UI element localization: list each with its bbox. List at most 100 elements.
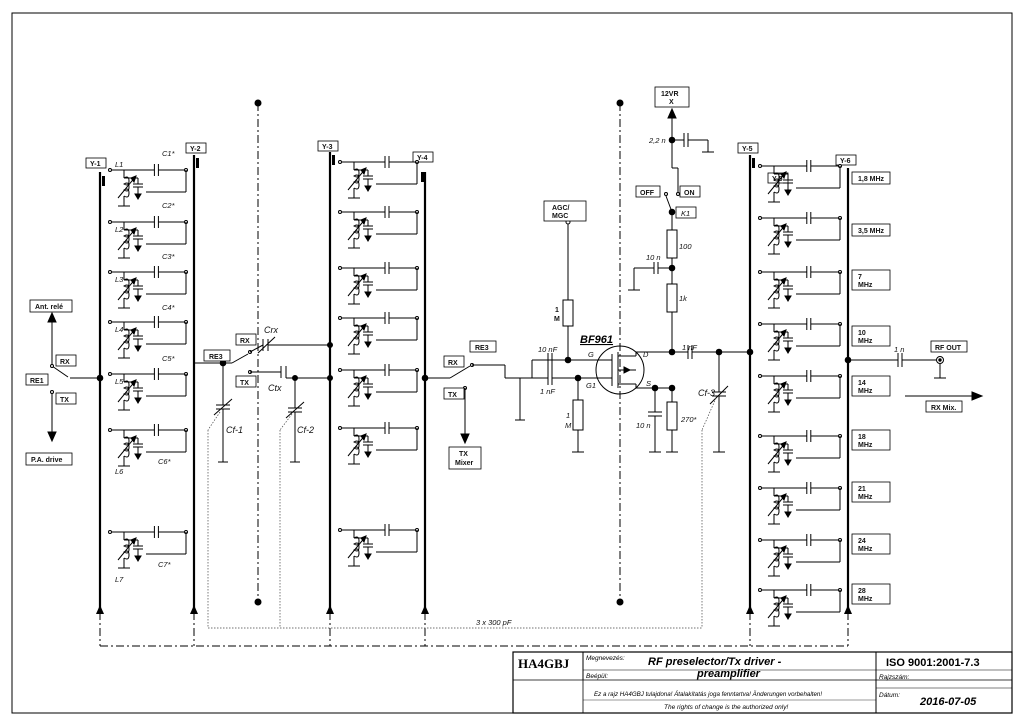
label-y5: Y-5 — [742, 146, 753, 153]
label-1k: 1k — [679, 294, 688, 303]
label-re1: RE1 — [30, 378, 44, 385]
label-2-2n: 2,2 n — [648, 136, 666, 145]
label-k1: K1 — [681, 209, 690, 218]
switch-bars — [98, 152, 850, 610]
label-1m-1: 1 — [555, 307, 559, 314]
label-l5: L5 — [115, 377, 124, 386]
re3-right-relay — [421, 363, 548, 445]
label-10n-supply: 10 n — [646, 253, 661, 262]
label-off: OFF — [640, 190, 655, 197]
band-label-2: 3,5 MHz — [858, 228, 885, 235]
filter-section — [338, 524, 419, 567]
label-ctx: Ctx — [268, 383, 282, 393]
label-c3: C3* — [162, 252, 176, 261]
label-1m-1-unit: M — [554, 316, 560, 323]
label-1nf-out: 1 nF — [682, 343, 697, 352]
switch-labels: Y-1 Y-2 Y-3 Y-4 Y-5 Y-5 Y-6 — [85, 140, 857, 184]
label-10n-source: 10 n — [636, 421, 651, 430]
label-rx-1: RX — [60, 359, 70, 366]
filter-section — [758, 160, 842, 203]
label-y6: Y-6 — [840, 158, 851, 165]
label-c5: C5* — [162, 354, 176, 363]
rf-output — [844, 353, 984, 401]
band-unit-9: MHz — [858, 596, 873, 603]
label-rx-mix: RX Mix. — [931, 405, 956, 412]
label-d: D — [643, 350, 649, 359]
filter-section — [108, 424, 188, 467]
filter-section — [758, 534, 842, 577]
label-l3: L3 — [115, 275, 124, 284]
band-unit-8: MHz — [858, 546, 873, 553]
filter-section — [108, 316, 188, 359]
label-tx-1: TX — [60, 397, 69, 404]
band-unit-6: MHz — [858, 442, 873, 449]
label-ant-rele: Ant. relé — [35, 304, 63, 311]
filter-section — [108, 526, 188, 569]
label-rf-out: RF OUT — [935, 345, 962, 352]
label-l6: L6 — [115, 467, 124, 476]
drawing-date: 2016-07-05 — [919, 696, 977, 708]
filter-section — [108, 266, 188, 309]
filter-section — [758, 212, 842, 255]
band-label-8: 24 — [858, 538, 866, 545]
bank1-labels: C1* C2* C3* C4* C5* C6* C7* L1 L2 L3 L4 … — [115, 149, 176, 584]
label-c1: C1* — [162, 149, 176, 158]
ownership-notice: Ez a rajz HA4GBJ tulajdona! Átalakítatás… — [594, 691, 822, 698]
mechanical-linkage — [99, 103, 849, 647]
label-g1: G1 — [586, 381, 596, 390]
label-270: 270* — [680, 415, 698, 424]
label-l7: L7 — [115, 575, 124, 584]
label-s: S — [646, 379, 651, 388]
filter-bank-2 — [338, 156, 419, 567]
label-c6: C6* — [158, 457, 172, 466]
label-100: 100 — [679, 242, 692, 251]
label-tx-mixer-2: Mixer — [455, 460, 474, 467]
re3-left-relay — [194, 336, 333, 463]
label-c7: C7* — [158, 560, 172, 569]
label-y4: Y-4 — [417, 155, 428, 162]
band-label-6: 18 — [858, 434, 866, 441]
band-unit-5: MHz — [858, 388, 873, 395]
label-l1: L1 — [115, 160, 123, 169]
label-rx-3: RX — [448, 360, 458, 367]
filter-section — [108, 164, 188, 207]
label-agc-2: MGC — [552, 213, 568, 220]
label-re3-left: RE3 — [209, 354, 223, 361]
label-12vr-x: X — [669, 99, 674, 106]
filter-section — [758, 482, 842, 525]
label-1nf-in: 1 nF — [540, 387, 555, 396]
label-y3: Y-3 — [322, 144, 333, 151]
label-tx-2: TX — [240, 380, 249, 387]
sheet-border — [11, 12, 1013, 714]
standard-label: ISO 9001:2001-7.3 — [886, 657, 980, 669]
filter-section — [108, 368, 188, 411]
label-10nf: 10 nF — [538, 345, 558, 354]
label-cf1: Cf-1 — [226, 425, 243, 435]
bf961-stage — [531, 107, 754, 453]
author-name: HA4GBJ — [518, 656, 570, 671]
band-unit-7: MHz — [858, 494, 873, 501]
label-cf2: Cf-2 — [297, 425, 314, 435]
label-y1: Y-1 — [90, 161, 101, 168]
label-on: ON — [684, 190, 695, 197]
filter-section — [338, 422, 419, 465]
label-12vr: 12VR — [661, 91, 679, 98]
label-y2: Y-2 — [190, 146, 201, 153]
filter-section — [108, 216, 188, 259]
label-rajzszam: Rajzszám: — [879, 674, 910, 681]
filter-section — [338, 262, 419, 305]
filter-section — [758, 430, 842, 473]
label-re3-right: RE3 — [475, 345, 489, 352]
label-tx-mixer-1: TX — [459, 451, 468, 458]
filter-section — [758, 266, 842, 309]
filter-section — [758, 318, 842, 361]
label-megnevezes: Megnevezés: — [586, 655, 625, 662]
rights-notice: The rights of change is the authorized o… — [664, 704, 788, 711]
band-label-4: 10 — [858, 330, 866, 337]
title-block — [512, 651, 1013, 714]
band-label-7: 21 — [858, 486, 866, 493]
label-cf3: Cf-3 — [698, 388, 715, 398]
drawing-title-1: RF preselector/Tx driver - — [648, 656, 782, 668]
filter-section — [338, 364, 419, 407]
